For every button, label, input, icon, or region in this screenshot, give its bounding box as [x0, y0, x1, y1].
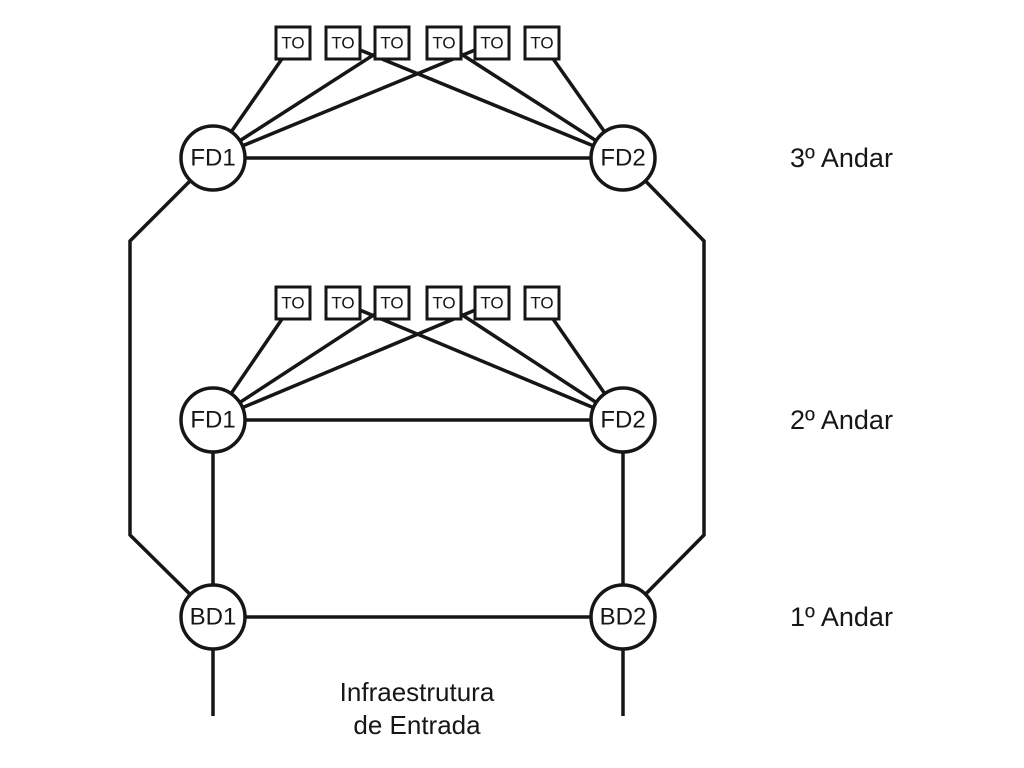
floor1-bd2-node	[589, 583, 657, 651]
floor3-to6-box	[523, 25, 561, 61]
link-floor2-to5-fd1	[212, 301, 493, 422]
floor2-outlets: TO TO TO TO TO TO	[274, 285, 561, 321]
link-floor3-to3-fd1	[212, 41, 393, 160]
floor2-to4-box	[425, 285, 463, 321]
link-floor3-to5-fd1	[212, 41, 493, 160]
floor1-bd1-node	[179, 583, 247, 651]
floor3-to1-box	[274, 25, 312, 61]
link-floor3-to4-fd2	[443, 41, 624, 160]
link-backbone-fd1floor3-bd1	[128, 156, 215, 619]
floor2-to6-box	[523, 285, 561, 321]
floor3-distributors: FD1 FD2	[179, 124, 657, 192]
floor2-fd2-label: FD2	[600, 407, 645, 434]
floor3-fd2-node	[589, 124, 657, 192]
link-floor2-to4-fd2	[443, 301, 624, 422]
floor3-to6-label: TO	[530, 34, 553, 53]
floor2-to4-label: TO	[432, 294, 455, 313]
floor2-fd1-node	[179, 386, 247, 454]
floor3-to4-box	[425, 25, 463, 61]
floor1-bd1-label: BD1	[190, 604, 237, 631]
floor3-to3-label: TO	[380, 34, 403, 53]
link-floor2-to3-fd1	[212, 301, 393, 422]
entrance-caption-line1: Infraestrutura	[340, 677, 495, 707]
floor2-label: 2º Andar	[790, 405, 893, 435]
floor3-fd1-node	[179, 124, 247, 192]
floor2-links	[211, 301, 625, 422]
floor3-links	[211, 41, 625, 160]
entrance-caption-line2: de Entrada	[353, 710, 481, 740]
floor1-bd2-label: BD2	[600, 604, 647, 631]
floor1-distributors: BD1 BD2	[179, 583, 657, 651]
floor3-outlets: TO TO TO TO TO TO	[274, 25, 561, 61]
link-floor3-to2-fd2	[342, 41, 624, 160]
floor3-to5-box	[473, 25, 511, 61]
floor2-distributors: FD1 FD2	[179, 386, 657, 454]
floor2-to3-box	[373, 285, 411, 321]
link-floor2-to2-fd2	[342, 301, 624, 422]
floor2-to5-label: TO	[480, 294, 503, 313]
floor3-to2-box	[324, 25, 362, 61]
floor3-to4-label: TO	[432, 34, 455, 53]
floor2-to3-label: TO	[380, 294, 403, 313]
floor3-fd1-label: FD1	[190, 145, 235, 172]
floor3-to5-label: TO	[480, 34, 503, 53]
floor2-to1-label: TO	[281, 294, 304, 313]
floor2-to1-box	[274, 285, 312, 321]
floor2-fd2-node	[589, 386, 657, 454]
floor3-fd2-label: FD2	[600, 145, 645, 172]
floor3-to1-label: TO	[281, 34, 304, 53]
floor2-to2-label: TO	[331, 294, 354, 313]
floor1-label: 1º Andar	[790, 602, 893, 632]
link-backbone-fd2floor3-bd2	[621, 156, 706, 619]
floor2-to6-label: TO	[530, 294, 553, 313]
floor3-to3-box	[373, 25, 411, 61]
entrance-caption: Infraestrutura de Entrada	[340, 677, 495, 740]
floor2-to2-box	[324, 285, 362, 321]
floor3-label: 3º Andar	[790, 143, 893, 173]
floor3-to2-label: TO	[331, 34, 354, 53]
floor2-to5-box	[473, 285, 511, 321]
floor2-fd1-label: FD1	[190, 407, 235, 434]
